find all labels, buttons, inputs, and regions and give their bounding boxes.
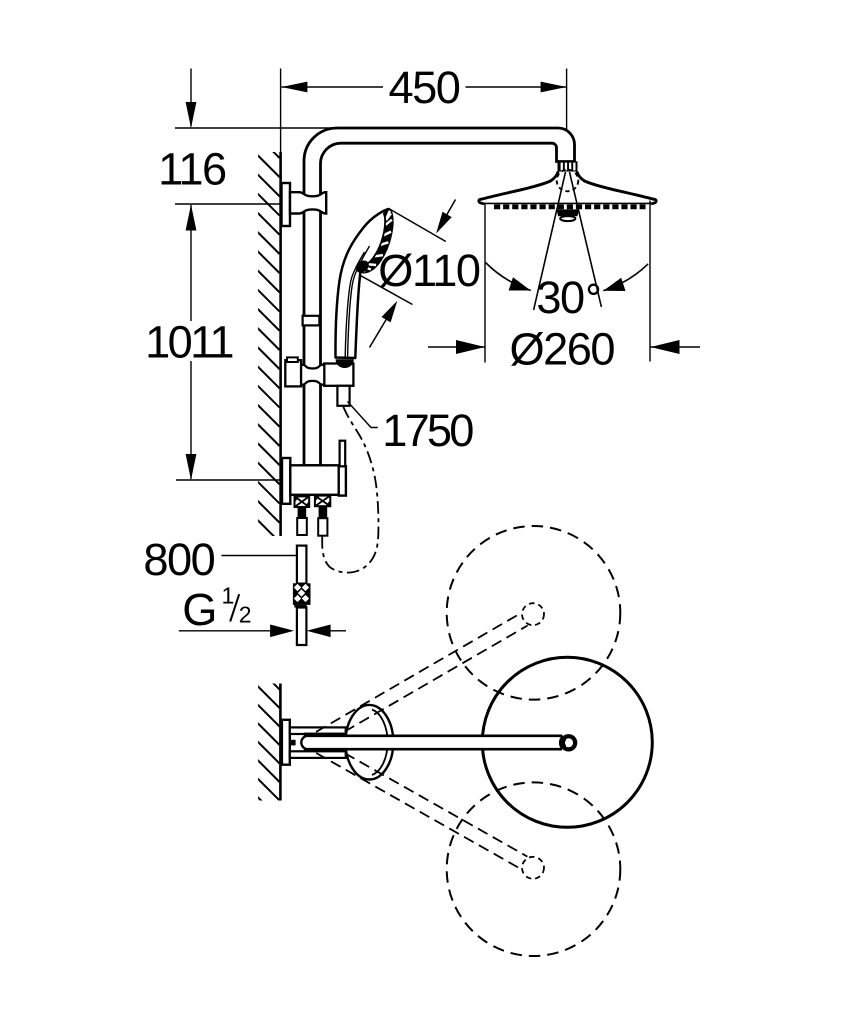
svg-text:116: 116 [158, 143, 226, 194]
svg-text:Ø260: Ø260 [510, 323, 615, 374]
svg-text:Ø110: Ø110 [378, 245, 480, 296]
svg-text:30: 30 [536, 272, 584, 323]
svg-text:1011: 1011 [145, 317, 232, 368]
svg-text:G: G [182, 584, 217, 635]
svg-text:800: 800 [143, 534, 214, 585]
svg-text:2: 2 [239, 602, 252, 628]
svg-text:1750: 1750 [382, 405, 473, 456]
svg-text:1: 1 [222, 583, 235, 609]
svg-text:450: 450 [388, 62, 459, 113]
